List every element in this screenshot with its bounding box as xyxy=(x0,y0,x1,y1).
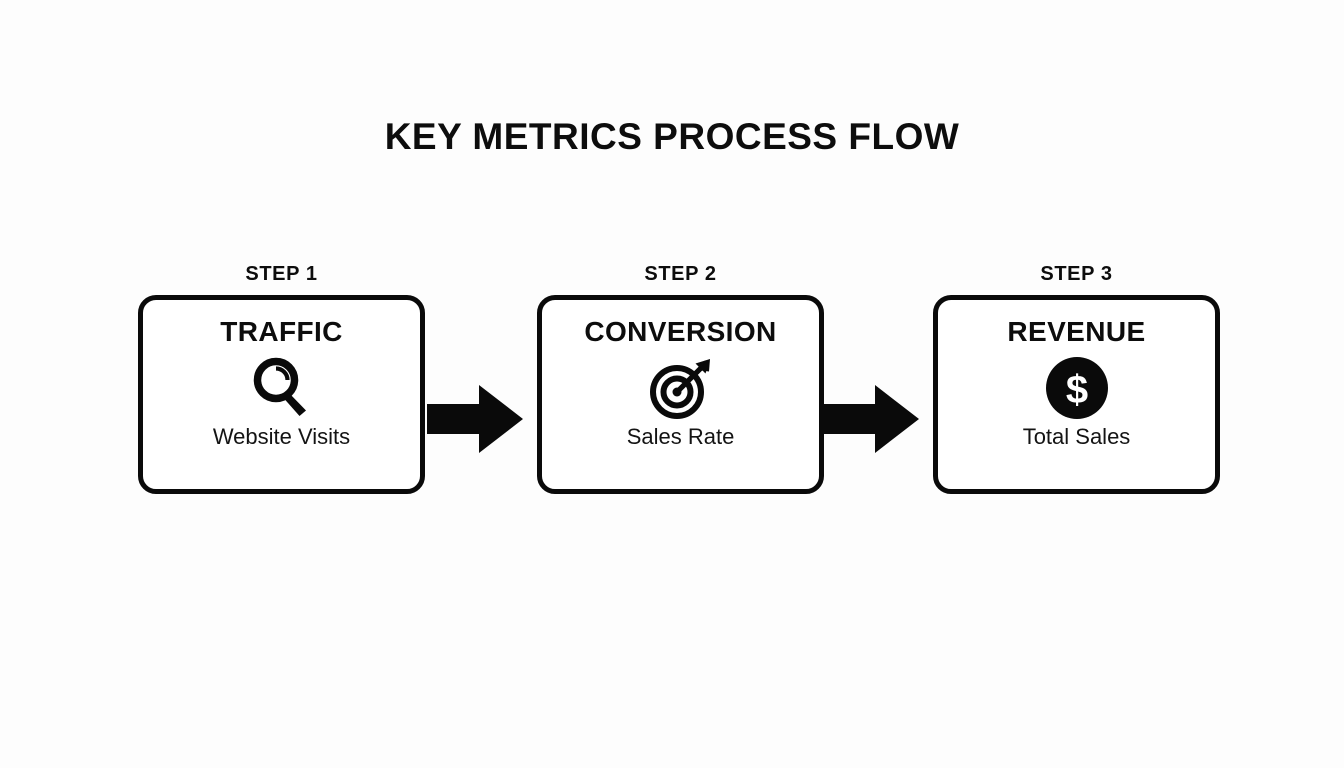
process-step-revenue[interactable]: STEP 3 REVENUE $ Total Sales xyxy=(933,262,1220,494)
svg-text:$: $ xyxy=(1065,368,1087,412)
magnifier-icon xyxy=(246,354,318,420)
step-label: STEP 3 xyxy=(1040,263,1113,285)
process-flow-row: STEP 1 TRAFFIC Website Visits xyxy=(138,262,1220,494)
process-step-traffic[interactable]: STEP 1 TRAFFIC Website Visits xyxy=(138,262,425,494)
step-caption: Sales Rate xyxy=(626,424,735,449)
process-step-conversion[interactable]: STEP 2 CONVERSION Sales Rate xyxy=(537,262,824,494)
step-heading: REVENUE xyxy=(1007,316,1146,347)
arrow-right-icon xyxy=(823,385,919,453)
step-heading: CONVERSION xyxy=(584,316,777,347)
arrow-right-icon xyxy=(427,385,523,453)
step-caption: Website Visits xyxy=(212,424,351,449)
dollar-coin-icon: $ xyxy=(1041,354,1113,420)
step-label: STEP 1 xyxy=(245,263,318,285)
step-box[interactable]: REVENUE $ Total Sales xyxy=(933,295,1220,494)
target-arrow-icon xyxy=(645,354,717,420)
step-box[interactable]: TRAFFIC Website Visits xyxy=(138,295,425,494)
step-label: STEP 2 xyxy=(644,263,717,285)
page-title: KEY METRICS PROCESS FLOW xyxy=(384,116,960,157)
step-box[interactable]: CONVERSION Sales Rate xyxy=(537,295,824,494)
step-caption: Total Sales xyxy=(1022,424,1131,449)
step-heading: TRAFFIC xyxy=(220,316,343,347)
